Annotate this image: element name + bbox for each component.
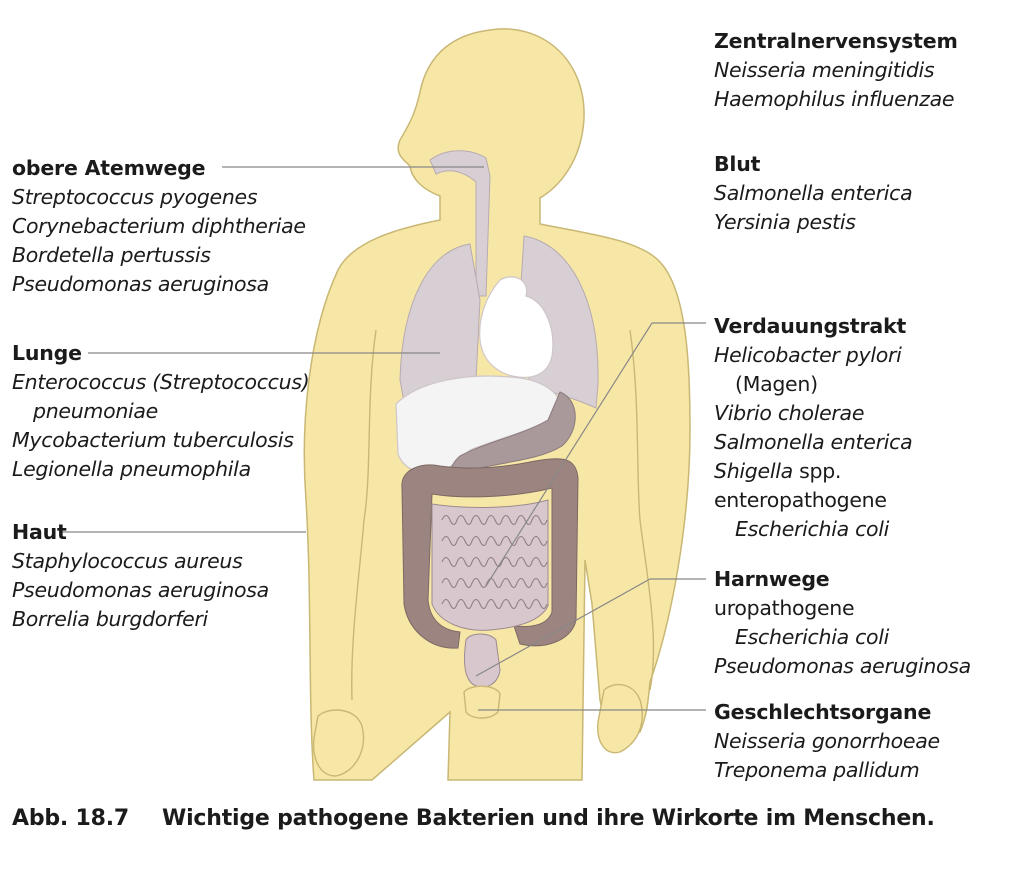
pathogen-line: Borrelia burgdorferi	[12, 605, 269, 634]
pathogen-line: Treponema pallidum	[714, 756, 940, 785]
pathogen-name: Escherichia coli	[735, 625, 890, 649]
pathogen-name: Yersinia pestis	[714, 210, 856, 234]
pathogen-line: Haemophilus influenzae	[714, 85, 958, 114]
intestine-coil	[441, 514, 548, 526]
caption-number: Abb. 18.7	[12, 806, 130, 831]
left-hand	[312, 709, 365, 777]
intestine-coils	[441, 514, 548, 610]
right-arm-contour	[629, 329, 655, 691]
group-title: Blut	[714, 152, 761, 176]
group-title: Lunge	[12, 341, 82, 365]
group-title: obere Atemwege	[12, 156, 206, 180]
pathogen-name: Vibrio cholerae	[714, 401, 865, 425]
pathogen-suffix: spp.	[792, 459, 842, 483]
pathogen-line: (Magen)	[714, 370, 912, 399]
group-title: Haut	[12, 520, 67, 544]
pathogen-name: Mycobacterium tuberculosis	[12, 428, 294, 452]
heart	[479, 276, 554, 378]
pathogen-name: Treponema pallidum	[714, 758, 920, 782]
leader-line-harnwege-diag	[475, 578, 651, 677]
pathogen-name: Borrelia burgdorferi	[12, 607, 208, 631]
intestine-coil	[441, 577, 548, 589]
pathogen-name: Pseudomonas aeruginosa	[12, 272, 269, 296]
pathogen-line: pneumoniae	[12, 397, 309, 426]
pathogen-line: Helicobacter pylori	[714, 341, 912, 370]
pathogen-name: Streptococcus pyogenes	[12, 185, 258, 209]
pathogen-name: uropathogene	[714, 596, 855, 620]
pathogen-line: Streptococcus pyogenes	[12, 183, 306, 212]
pathogen-name: enteropathogene	[714, 488, 887, 512]
pathogen-line: Corynebacterium diphtheriae	[12, 212, 306, 241]
pathogen-line: Legionella pneumophila	[12, 455, 309, 484]
pathogen-line: enteropathogene	[714, 486, 912, 515]
pathogen-name: Neisseria gonorrhoeae	[714, 729, 940, 753]
pathogen-line: uropathogene	[714, 594, 971, 623]
pathogen-line: Salmonella enterica	[714, 179, 913, 208]
pathogen-line: Pseudomonas aeruginosa	[12, 270, 306, 299]
intestine-coil	[441, 556, 548, 568]
pathogen-line: Staphylococcus aureus	[12, 547, 269, 576]
pathogen-name: Enterococcus (Streptococcus)	[12, 370, 310, 394]
pathogen-name: Helicobacter pylori	[714, 343, 902, 367]
small-intestine	[431, 499, 549, 631]
pathogen-name: Corynebacterium diphtheriae	[12, 214, 306, 238]
pathogen-name: pneumoniae	[33, 399, 158, 423]
pathogen-name: Neisseria meningitidis	[714, 58, 935, 82]
group-title: Zentralnervensystem	[714, 29, 958, 53]
pathogen-line: Escherichia coli	[714, 623, 971, 652]
leader-line-verdauungstrakt-diag	[485, 322, 653, 587]
intestine-coil	[441, 598, 548, 610]
figure-caption: Abb. 18.7 Wichtige pathogene Bakterien un…	[12, 806, 935, 831]
pathogen-line: Salmonella enterica	[714, 428, 913, 457]
pathogen-name: Staphylococcus aureus	[12, 549, 243, 573]
caption-text: Wichtige pathogene Bakterien und ihre Wi…	[162, 806, 935, 831]
bladder	[463, 633, 501, 688]
intestine-coil	[441, 535, 548, 547]
pathogen-line: Vibrio cholerae	[714, 399, 912, 428]
pathogen-line: Mycobacterium tuberculosis	[12, 426, 309, 455]
pathogen-name: Escherichia coli	[735, 517, 890, 541]
pathogen-line: Pseudomonas aeruginosa	[714, 652, 971, 681]
pathogen-name: Pseudomonas aeruginosa	[714, 654, 971, 678]
pathogen-line: Neisseria gonorrhoeae	[714, 727, 940, 756]
group-title: Harnwege	[714, 567, 830, 591]
pathogen-line: Neisseria meningitidis	[714, 56, 958, 85]
pathogen-line: Enterococcus (Streptococcus)	[12, 368, 310, 397]
pathogen-name: Shigella	[714, 459, 793, 483]
right-hand	[597, 683, 643, 754]
pathogen-line: Bordetella pertussis	[12, 241, 306, 270]
pathogen-name: Salmonella enterica	[714, 430, 913, 454]
pathogen-name: (Magen)	[735, 372, 818, 396]
pathogen-line: Shigella spp.	[714, 457, 912, 486]
group-title: Verdauungstrakt	[714, 314, 907, 338]
pathogen-name: Pseudomonas aeruginosa	[12, 578, 269, 602]
pathogen-line: Pseudomonas aeruginosa	[12, 576, 269, 605]
group-title: Geschlechtsorgane	[714, 700, 932, 724]
leader-lines	[60, 166, 706, 711]
pathogen-line: Escherichia coli	[714, 515, 912, 544]
pathogen-name: Bordetella pertussis	[12, 243, 211, 267]
trachea	[429, 150, 491, 297]
left-arm-contour	[351, 329, 377, 701]
pathogen-name: Haemophilus influenzae	[714, 87, 955, 111]
pathogen-line: Yersinia pestis	[714, 208, 912, 237]
genital-organ	[463, 685, 501, 719]
pathogen-name: Salmonella enterica	[714, 181, 913, 205]
pathogen-name: Legionella pneumophila	[12, 457, 251, 481]
